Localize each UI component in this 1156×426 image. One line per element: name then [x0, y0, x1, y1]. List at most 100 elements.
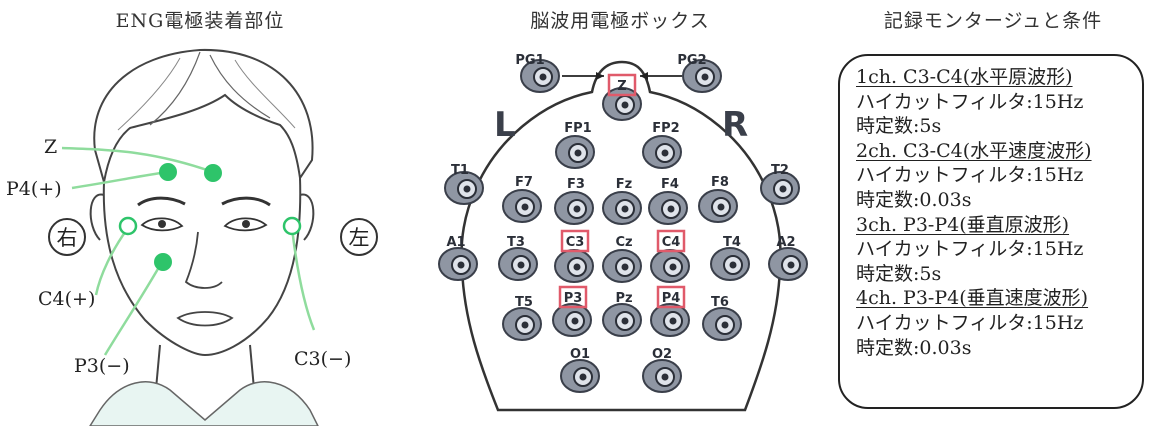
eng-placement-panel: ENG電極装着部位	[0, 0, 400, 426]
electrode-label-f7: F7	[515, 175, 533, 190]
electrode-socket-f8	[698, 189, 738, 223]
side-label-r: R	[722, 105, 748, 145]
electrode-label-t3: T3	[507, 235, 525, 250]
electrode-socket-t4	[710, 247, 750, 281]
electrode-socket-c4	[650, 249, 690, 283]
electrode-socket-pg1	[520, 59, 560, 93]
channel-2-time-constant: 時定数:0.03s	[856, 188, 972, 211]
highlight-box-c4	[656, 229, 686, 253]
electrode-label-t6: T6	[711, 295, 729, 310]
electrode-socket-p4	[650, 303, 690, 337]
label-z: Z	[44, 136, 58, 158]
electrode-socket-fp2	[642, 135, 682, 169]
montage-title: 記録モンタージュと条件	[883, 10, 1103, 32]
left-eye	[223, 217, 268, 232]
label-c4: C4(+)	[38, 288, 96, 310]
face-illustration	[61, 48, 319, 426]
nose	[184, 231, 223, 289]
electrode-label-a1: A1	[446, 235, 465, 250]
electrode-socket-pz	[602, 303, 642, 337]
electrode-p3	[154, 253, 172, 271]
electrode-socket-t5	[502, 307, 542, 341]
electrode-label-c4: C4	[662, 235, 681, 250]
highlight-box-p4	[656, 285, 686, 309]
channel-1-heading: 1ch. C3-C4(水平原波形)	[856, 66, 1073, 88]
label-left-side: 左	[340, 218, 378, 256]
electrode-label-pg2: PG2	[677, 53, 706, 68]
electrode-socket-o1	[560, 359, 600, 393]
electrode-socket-c3	[554, 249, 594, 283]
montage-panel: 記録モンタージュと条件 1ch. C3-C4(水平原波形) ハイカットフィルタ:…	[830, 0, 1156, 426]
electrode-label-p4: P4	[662, 291, 681, 306]
channel-1-filter: ハイカットフィルタ:15Hz	[856, 90, 1084, 113]
channel-3-time-constant: 時定数:5s	[856, 262, 942, 285]
electrode-socket-t1	[444, 171, 484, 205]
mouth	[176, 311, 234, 327]
electrode-socket-cz	[602, 249, 642, 283]
channel-3-filter: ハイカットフィルタ:15Hz	[856, 238, 1084, 261]
electrode-socket-o2	[642, 359, 682, 393]
electrode-label-fz: Fz	[616, 177, 632, 192]
electrode-label-t2: T2	[771, 163, 789, 178]
electrode-p4	[159, 163, 177, 181]
electrode-box-title: 脳波用電極ボックス	[530, 10, 710, 32]
face-outline	[102, 177, 302, 357]
highlight-box-c3	[560, 229, 590, 253]
electrode-socket-t2	[760, 171, 800, 205]
channel-2-heading: 2ch. C3-C4(水平速度波形)	[856, 139, 1092, 162]
electrode-socket-a2	[768, 247, 808, 281]
electrode-label-t4: T4	[723, 235, 741, 250]
electrode-c3	[282, 216, 302, 236]
eng-placement-title: ENG電極装着部位	[115, 10, 285, 32]
electrode-label-pz: Pz	[615, 291, 632, 306]
side-label-l: L	[494, 105, 516, 145]
electrode-label-o2: O2	[652, 347, 672, 362]
collar	[89, 381, 319, 426]
electrode-z	[204, 164, 222, 182]
electrode-socket-f7	[502, 189, 542, 223]
electrode-label-cz: Cz	[615, 235, 632, 250]
label-c3: C3(−)	[294, 348, 352, 370]
channel-3-heading: 3ch. P3-P4(垂直原波形)	[856, 213, 1070, 236]
label-right-side: 右	[48, 218, 86, 256]
electrode-label-o1: O1	[570, 347, 590, 362]
electrode-label-f3: F3	[567, 177, 585, 192]
electrode-label-f8: F8	[711, 175, 729, 190]
electrode-socket-t3	[498, 247, 538, 281]
electrode-label-t5: T5	[515, 295, 533, 310]
channel-4-time-constant: 時定数:0.03s	[856, 336, 972, 359]
highlight-box-z	[607, 73, 637, 97]
channel-1-time-constant: 時定数:5s	[856, 115, 942, 138]
electrode-socket-f4	[648, 191, 688, 225]
electrode-label-z: Z	[617, 79, 626, 94]
electrode-c4	[118, 216, 138, 236]
channel-2-filter: ハイカットフィルタ:15Hz	[856, 164, 1084, 187]
electrode-socket-fz	[602, 191, 642, 225]
left-ear	[299, 193, 315, 241]
label-p4: P4(+)	[6, 178, 62, 200]
electrode-label-p3: P3	[564, 291, 583, 306]
electrode-label-f4: F4	[661, 177, 679, 192]
electrode-socket-a1	[438, 247, 478, 281]
right-ear	[89, 193, 105, 241]
electrode-label-c3: C3	[566, 235, 585, 250]
electrode-label-pg1: PG1	[515, 53, 544, 68]
channel-4-heading: 4ch. P3-P4(垂直速度波形)	[856, 287, 1089, 310]
label-p3: P3(−)	[74, 355, 130, 377]
electrode-socket-t6	[702, 307, 742, 341]
right-eye	[140, 217, 184, 232]
electrode-socket-p3	[552, 303, 592, 337]
electrode-label-fp2: FP2	[652, 121, 679, 136]
electrode-label-fp1: FP1	[564, 121, 591, 136]
montage-box: 1ch. C3-C4(水平原波形) ハイカットフィルタ:15Hz 時定数:5s …	[838, 54, 1144, 409]
electrode-socket-pg2	[682, 59, 722, 93]
channel-4-filter: ハイカットフィルタ:15Hz	[856, 311, 1084, 334]
highlight-box-p3	[558, 285, 588, 309]
electrode-socket-f3	[554, 191, 594, 225]
hair	[93, 48, 314, 183]
electrode-socket-fp1	[555, 135, 595, 169]
electrode-label-t1: T1	[451, 163, 469, 178]
electrode-label-a2: A2	[776, 235, 795, 250]
